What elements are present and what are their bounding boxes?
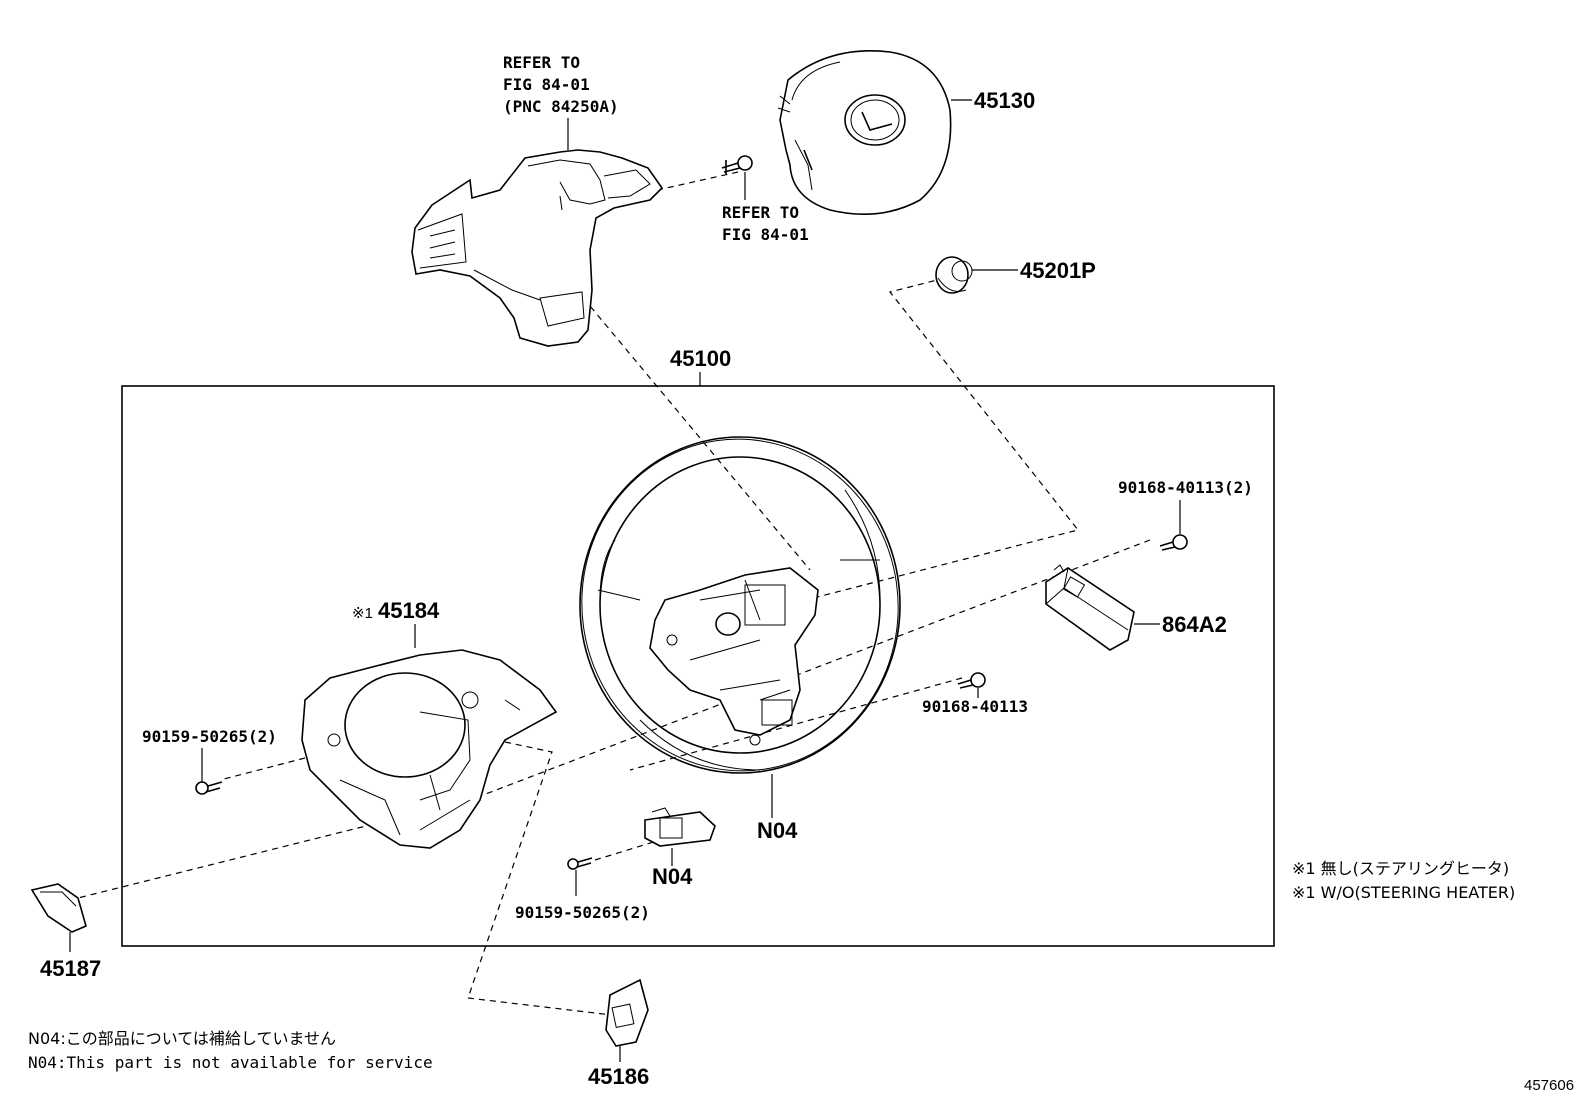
label-90168-40113-2: 90168-40113(2) xyxy=(1118,478,1253,497)
refer-note-2-line1: REFER TO xyxy=(722,203,799,222)
label-90159-50265-bottom: 90159-50265(2) xyxy=(515,903,650,922)
label-90159-50265-left: 90159-50265(2) xyxy=(142,727,277,746)
label-45186: 45186 xyxy=(588,1064,649,1089)
switch-n04 xyxy=(644,807,716,847)
refer-note-2-line2: FIG 84-01 xyxy=(722,225,809,244)
cover-45187 xyxy=(30,883,87,933)
label-45201p: 45201P xyxy=(1020,258,1096,283)
label-45184-mark: ※1 xyxy=(352,605,373,622)
label-45184: 45184 xyxy=(378,598,440,623)
cap-45201p xyxy=(935,256,973,294)
n04-note-jp: N04:この部品については補給していません xyxy=(28,1029,336,1048)
steering-wheel-n04 xyxy=(579,436,901,774)
steering-switch-bezel xyxy=(411,149,664,347)
screw-90168-40113-2 xyxy=(1159,534,1188,551)
connection-lines xyxy=(69,171,1151,1016)
screw-refer xyxy=(721,155,753,174)
label-n04-switch: N04 xyxy=(652,864,693,889)
assembly-box-45100 xyxy=(121,385,1275,947)
label-864a2: 864A2 xyxy=(1162,612,1227,637)
refer-note-1-line2: FIG 84-01 xyxy=(503,75,590,94)
n04-note-en: N04:This part is not available for servi… xyxy=(28,1053,433,1072)
screw-90159-50265-left xyxy=(195,781,223,795)
refer-note-1-line1: REFER TO xyxy=(503,53,580,72)
label-n04-wheel: N04 xyxy=(757,818,798,843)
refer-note-1-line3: (PNC 84250A) xyxy=(503,97,619,116)
lower-cover-45184 xyxy=(301,649,558,849)
label-90168-40113: 90168-40113 xyxy=(922,697,1028,716)
label-45100: 45100 xyxy=(670,346,731,371)
label-45130: 45130 xyxy=(974,88,1035,113)
airbag-45130 xyxy=(777,50,952,215)
footnote-jp: ※1 無し(ステアリングヒータ) xyxy=(1292,859,1509,878)
label-45187: 45187 xyxy=(40,956,101,981)
screw-90168-40113 xyxy=(957,672,986,689)
figure-id: 457606 xyxy=(1524,1077,1574,1094)
footnote-en: ※1 W/O(STEERING HEATER) xyxy=(1292,883,1515,902)
screw-90159-50265-bottom xyxy=(567,857,593,870)
module-864a2 xyxy=(1045,564,1135,651)
cover-45186 xyxy=(605,978,649,1047)
